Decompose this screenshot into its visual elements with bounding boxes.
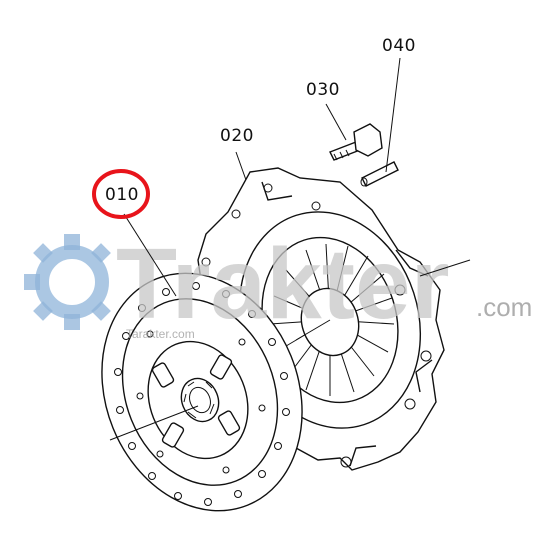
callout-labels: 010 020 030 040	[92, 36, 416, 219]
damper-springs	[151, 354, 241, 448]
watermark-suffix: .com	[476, 292, 532, 322]
callout-030: 030	[306, 80, 340, 100]
watermark: Trakter .com Tarakter.com	[24, 228, 532, 341]
callout-010: 010	[105, 185, 139, 205]
callout-040: 040	[382, 36, 416, 56]
bolt-030	[329, 123, 383, 161]
clutch-disc	[101, 272, 303, 512]
watermark-tagline: Tarakter.com	[126, 327, 195, 341]
leader-lines	[109, 57, 471, 441]
pin-040	[360, 161, 399, 187]
highlight-circle-010	[92, 169, 150, 219]
friction-rivets	[114, 282, 290, 506]
watermark-gear-icon	[24, 234, 111, 330]
callout-020: 020	[220, 126, 254, 146]
watermark-text: Trakter	[116, 228, 450, 340]
